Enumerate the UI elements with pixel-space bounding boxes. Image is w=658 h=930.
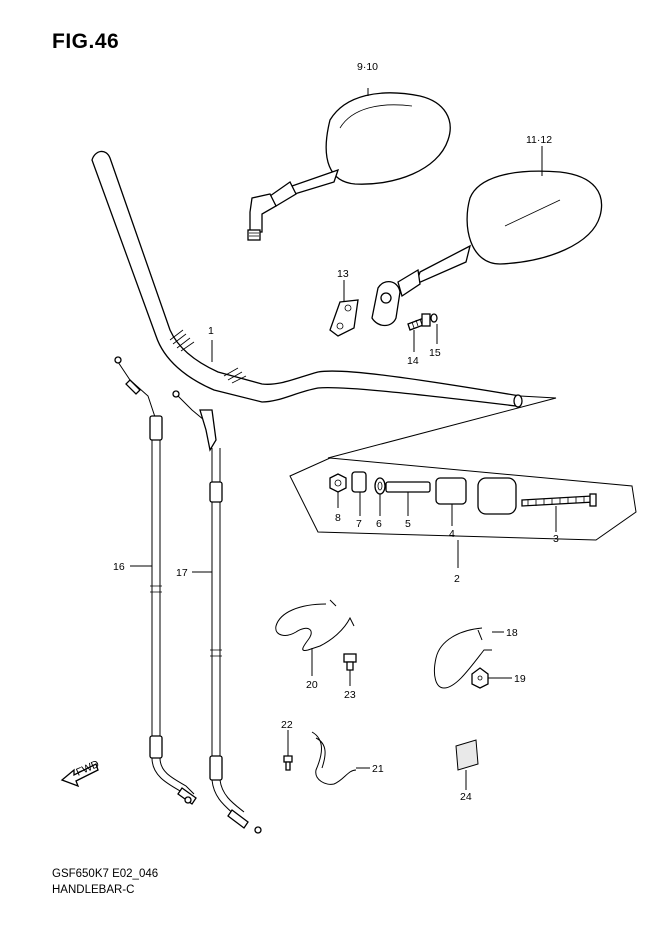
right-mirror	[371, 170, 603, 327]
callout-13: 13	[337, 268, 349, 280]
washer	[430, 313, 438, 323]
cable-guide-21	[311, 731, 357, 785]
callout-4: 4	[449, 528, 455, 540]
callout-14: 14	[407, 355, 419, 367]
figure-title: FIG.46	[52, 30, 120, 53]
throttle-cable-17	[172, 390, 262, 834]
callout-19: 19	[514, 673, 526, 685]
pad-24	[455, 739, 479, 771]
bolt-19	[471, 667, 489, 689]
callout-9-10: 9·10	[357, 61, 378, 73]
bracket	[329, 299, 359, 337]
callout-3: 3	[553, 533, 559, 545]
bolt-23	[343, 653, 357, 671]
callout-5: 5	[405, 518, 411, 530]
left-mirror	[247, 92, 451, 241]
cable-clamp-18	[433, 627, 492, 689]
callout-16: 16	[113, 561, 125, 573]
callout-21: 21	[372, 763, 384, 775]
callout-23: 23	[344, 689, 356, 701]
callout-11-12: 11·12	[526, 134, 552, 146]
screw	[407, 313, 431, 331]
model-code: GSF650K7 E02_046	[52, 868, 159, 880]
callout-7: 7	[356, 518, 362, 530]
fwd-arrow-icon: FWD	[60, 758, 101, 788]
bolt-22	[283, 755, 293, 771]
section-name: HANDLEBAR-C	[52, 884, 135, 896]
callout-8: 8	[335, 512, 341, 524]
callout-1: 1	[208, 325, 214, 337]
callout-2: 2	[454, 573, 460, 585]
callout-22: 22	[281, 719, 293, 731]
throttle-cable-16	[114, 356, 197, 805]
cable-clamp-20	[275, 599, 355, 651]
callout-24: 24	[460, 791, 472, 803]
callout-17: 17	[176, 567, 188, 579]
leader-lines	[130, 88, 557, 790]
balancer-assembly	[289, 395, 637, 541]
handlebar	[91, 150, 523, 408]
callout-18: 18	[506, 627, 518, 639]
callout-20: 20	[306, 679, 318, 691]
callout-15: 15	[429, 347, 441, 359]
callout-6: 6	[376, 518, 382, 530]
